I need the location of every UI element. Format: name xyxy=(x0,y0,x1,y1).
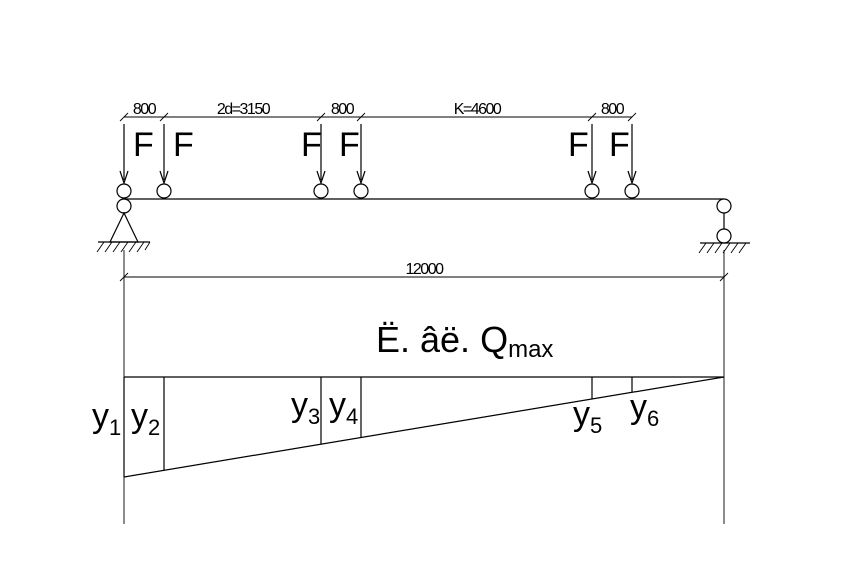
force-label-4: F xyxy=(339,126,360,164)
top-dimension-chain: 800 2d=3150 800 K=4600 800 xyxy=(119,101,637,122)
wheel-4 xyxy=(353,183,369,199)
ordinate-label-y1: y1 xyxy=(92,397,121,440)
influence-line-title-subscript: max xyxy=(508,336,553,363)
right-roller-support xyxy=(698,198,750,254)
force-labels: F F F F F F xyxy=(133,126,630,164)
influence-line-title: Ë. âë. Qmax xyxy=(376,319,553,363)
wheel-6 xyxy=(624,183,640,199)
force-arrow-4 xyxy=(356,124,366,185)
wheel-3 xyxy=(313,183,329,199)
wheel-1 xyxy=(116,183,132,199)
influence-sloped-line xyxy=(123,376,725,478)
dimension-label-800-3: 800 xyxy=(601,101,625,118)
left-ground-hatching xyxy=(96,241,151,253)
left-pinned-support xyxy=(96,198,151,253)
ordinate-label-y6: y6 xyxy=(630,388,659,431)
ordinate-label-y2: y2 xyxy=(131,397,160,440)
ordinate-label-y3: y3 xyxy=(291,386,320,429)
force-arrow-1 xyxy=(119,124,129,185)
span-dimension: 12000 xyxy=(119,250,729,524)
ordinate-labels: y1 y2 y3 y4 y5 y6 xyxy=(92,386,659,440)
wheel-5 xyxy=(584,183,600,199)
ordinate-label-y4: y4 xyxy=(329,386,358,429)
right-support-hinge-top xyxy=(716,198,732,214)
ordinate-label-y5: y5 xyxy=(573,395,602,438)
left-support-triangle xyxy=(109,211,139,243)
force-label-5: F xyxy=(568,126,589,164)
force-arrow-3 xyxy=(316,124,326,185)
force-label-6: F xyxy=(609,126,630,164)
right-support-hinge-bottom xyxy=(716,228,732,244)
span-dimension-label: 12000 xyxy=(406,261,445,278)
wheel-2 xyxy=(156,183,172,199)
force-arrow-2 xyxy=(159,124,169,185)
force-label-1: F xyxy=(133,126,154,164)
influence-line xyxy=(123,376,725,478)
force-arrow-6 xyxy=(627,124,637,185)
left-support-hinge xyxy=(116,198,132,214)
dimension-label-800-2: 800 xyxy=(331,101,355,118)
dimension-label-k: K=4600 xyxy=(454,101,502,118)
dimension-ticks xyxy=(119,112,637,122)
dimension-label-800-1: 800 xyxy=(133,101,157,118)
load-wheels xyxy=(116,183,640,199)
influence-line-title-main: Ë. âë. Q xyxy=(376,319,508,360)
force-arrows xyxy=(119,124,637,185)
right-ground-hatching xyxy=(698,242,747,254)
dimension-label-2d: 2d=3150 xyxy=(217,101,271,118)
force-label-2: F xyxy=(173,126,194,164)
force-arrow-5 xyxy=(587,124,597,185)
force-label-3: F xyxy=(301,126,322,164)
